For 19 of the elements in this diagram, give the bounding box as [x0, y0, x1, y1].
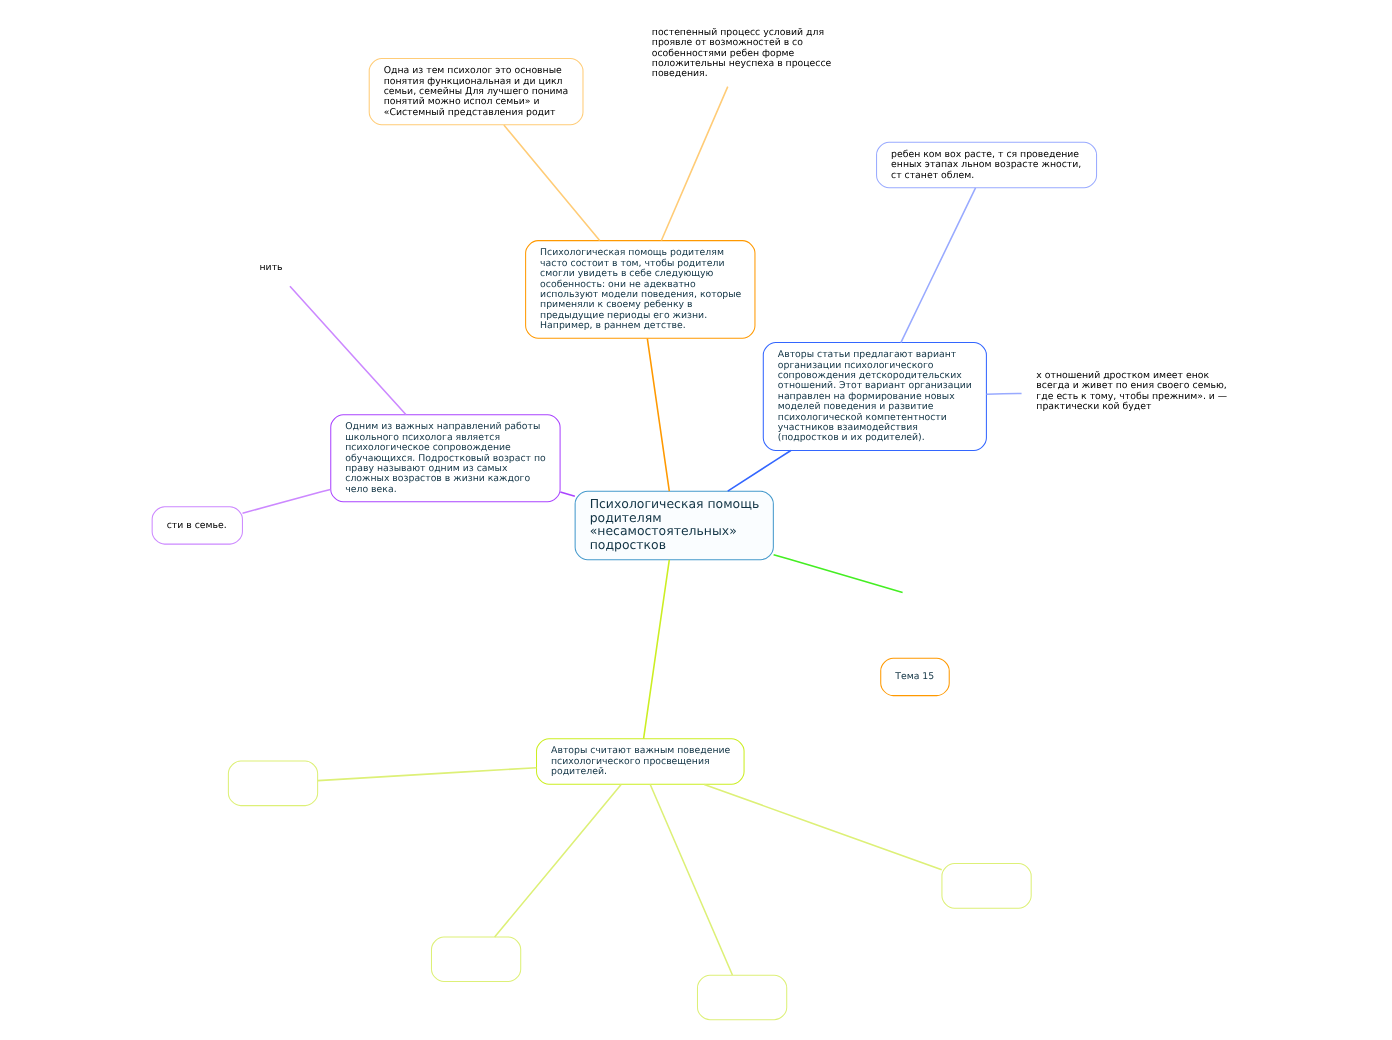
- connector: [288, 285, 406, 416]
- connector: [641, 559, 670, 740]
- connector: [645, 337, 670, 492]
- connector: [492, 783, 621, 938]
- connector: [502, 124, 600, 242]
- connector: [984, 392, 1022, 395]
- connector: [648, 783, 733, 976]
- connector: [702, 783, 942, 871]
- connector: [659, 85, 728, 242]
- connector: [899, 187, 976, 344]
- node-box: [429, 936, 521, 983]
- connector: [316, 766, 537, 782]
- node-box: [940, 863, 1031, 909]
- node-box: [226, 760, 318, 807]
- connector: [240, 488, 331, 514]
- connector: [771, 553, 903, 594]
- node-box: [695, 974, 787, 1021]
- connector: [725, 449, 791, 492]
- connector: [558, 491, 575, 498]
